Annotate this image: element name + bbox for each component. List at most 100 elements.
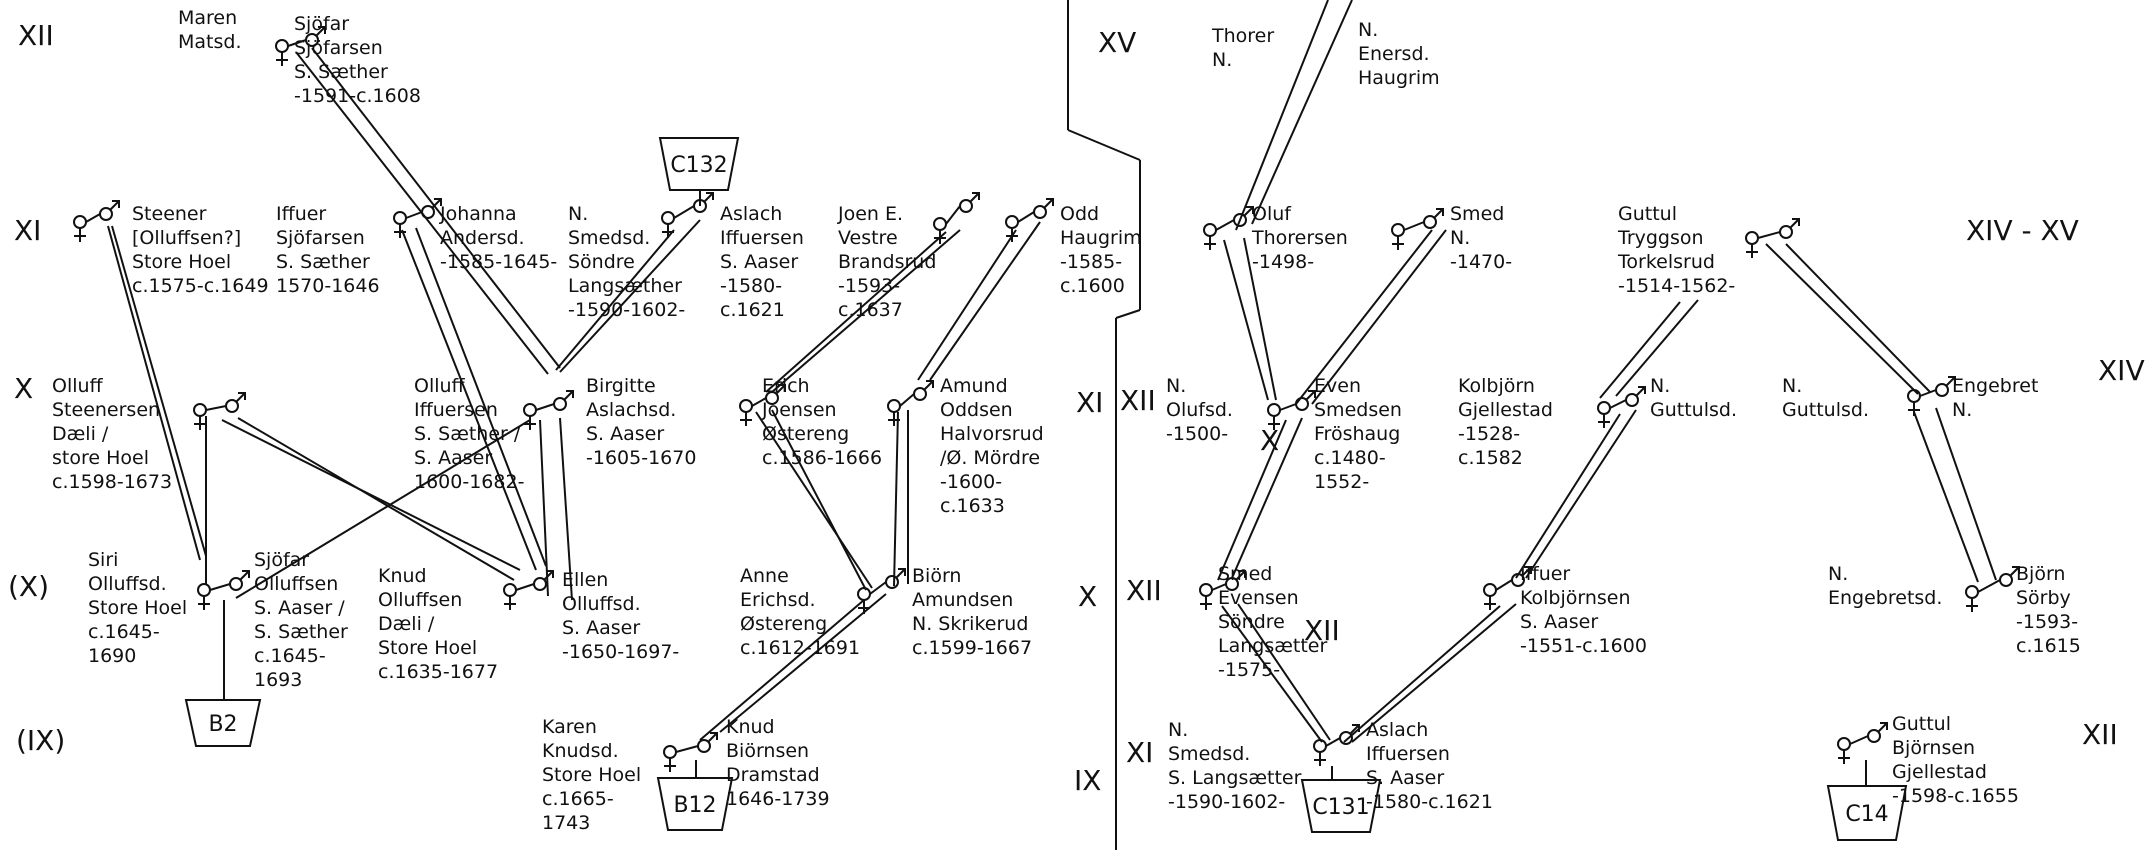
female-symbol-13: [663, 745, 677, 759]
person-37-line-3: -1590-1602-: [1168, 791, 1285, 813]
male-symbol-3: [693, 199, 707, 213]
connection-line-15: [539, 419, 549, 597]
person-3-line-0: Iffuer: [276, 203, 326, 225]
male-symbol-22: [1999, 573, 2013, 587]
generation-label-10: X: [1078, 580, 1097, 613]
female-symbol-5: [1005, 215, 1019, 229]
connection-line-46: [1913, 411, 1979, 583]
ancestor-box-1: [184, 699, 262, 747]
person-12-line-0: Erich: [762, 375, 810, 397]
generation-label-5: XV: [1098, 26, 1136, 59]
connection-line-34: [1223, 239, 1269, 401]
female-symbol-0: [275, 39, 289, 53]
male-symbol-2: [421, 205, 435, 219]
connection-line-17: [755, 411, 873, 589]
person-6-line-1: Iffuersen: [720, 227, 804, 249]
person-17-line-3: -1650-1697-: [562, 641, 679, 663]
person-22-line-1: N.: [1212, 49, 1232, 71]
person-33-line-3: Langsætter: [1218, 635, 1327, 657]
person-21-line-1: Biörnsen: [726, 740, 809, 762]
female-symbol-23: [1313, 739, 1327, 753]
person-5-line-0: N.: [568, 203, 588, 225]
person-11-line-3: -1605-1670: [586, 447, 696, 469]
female-symbol-17: [1267, 403, 1281, 417]
person-26-line-2: Torkelsrud: [1617, 251, 1715, 273]
male-symbol-0: [305, 33, 319, 47]
person-19-line-3: c.1599-1667: [912, 637, 1032, 659]
person-19-line-2: N. Skrikerud: [912, 613, 1028, 635]
male-symbol-19: [1935, 383, 1949, 397]
generation-label-3: (X): [8, 570, 49, 603]
female-symbol-8: [739, 399, 753, 413]
person-5-line-2: Söndre: [568, 251, 635, 273]
person-21-line-0: Knud: [726, 716, 775, 738]
ancestor-box-0: [658, 137, 740, 191]
person-3-line-2: S. Sæther: [276, 251, 370, 273]
person-37-line-1: Smedsd.: [1168, 743, 1250, 765]
male-symbol-16: [1779, 225, 1793, 239]
female-symbol-12: [857, 587, 871, 601]
person-10-line-2: S. Sæther /: [414, 423, 521, 445]
person-1-line-3: -1591-c.1608: [294, 85, 421, 107]
person-7-line-3: -1593-: [838, 275, 900, 297]
person-14-line-3: c.1645-: [88, 621, 160, 643]
generation-label-12: XII: [1126, 574, 1162, 607]
person-28-line-3: c.1480-: [1314, 447, 1386, 469]
person-36-line-2: -1593-: [2016, 611, 2078, 633]
male-symbol-9: [913, 387, 927, 401]
female-symbol-18: [1597, 401, 1611, 415]
person-16-line-4: c.1635-1677: [378, 661, 498, 683]
connection-line-10: [929, 221, 1041, 381]
male-symbol-24: [1867, 729, 1881, 743]
connection-line-8: [771, 229, 961, 393]
female-symbol-20: [1199, 583, 1213, 597]
person-28-line-0: Even: [1314, 375, 1361, 397]
person-21-line-3: 1646-1739: [726, 788, 830, 810]
generation-label-13: XII: [2082, 718, 2118, 751]
connection-line-9: [765, 231, 947, 393]
person-28-line-2: Fröshaug: [1314, 423, 1400, 445]
male-symbol-14: [1233, 213, 1247, 227]
person-19-line-0: Biörn: [912, 565, 961, 587]
person-37-line-2: S. Langsætter: [1168, 767, 1302, 789]
female-symbol-2: [393, 211, 407, 225]
ancestor-box-2: [656, 777, 734, 831]
person-18-line-3: c.1612-1691: [740, 637, 860, 659]
person-39-line-3: -1598-c.1655: [1892, 785, 2019, 807]
person-27-line-1: Olufsd.: [1166, 399, 1233, 421]
connection-line-20: [893, 411, 899, 587]
connection-line-6: [559, 219, 701, 373]
person-28-line-1: Smedsen: [1314, 399, 1402, 421]
connection-line-23: [699, 599, 865, 741]
person-15-line-2: S. Aaser /: [254, 597, 345, 619]
person-14-line-4: 1690: [88, 645, 136, 667]
person-24-line-2: -1498-: [1252, 251, 1314, 273]
female-symbol-24: [1837, 737, 1851, 751]
male-symbol-23: [1339, 731, 1353, 745]
person-13-line-3: /Ø. Mördre: [940, 447, 1040, 469]
person-18-line-2: Østereng: [740, 613, 827, 635]
person-23-line-0: N.: [1358, 19, 1378, 41]
person-13-line-1: Oddsen: [940, 399, 1013, 421]
female-symbol-9: [887, 399, 901, 413]
person-9-line-4: c.1598-1673: [52, 471, 172, 493]
person-15-line-3: S. Sæther: [254, 621, 348, 643]
person-4-line-0: Johanna: [439, 203, 517, 225]
ancestor-box-4: [1826, 785, 1908, 841]
person-31-line-1: Guttulsd.: [1782, 399, 1869, 421]
connection-line-2: [107, 225, 201, 561]
generation-label-9: XII: [1120, 384, 1156, 417]
person-20-line-1: Knudsd.: [542, 740, 619, 762]
male-symbol-7: [553, 397, 567, 411]
person-8-line-0: Odd: [1060, 203, 1099, 225]
person-9-line-3: store Hoel: [52, 447, 149, 469]
generation-label-6: XIV - XV: [1966, 214, 2079, 247]
person-10-line-3: S. Aaser: [414, 447, 492, 469]
person-7-line-1: Vestre: [838, 227, 898, 249]
person-14-line-2: Store Hoel: [88, 597, 187, 619]
person-21-line-2: Dramstad: [726, 764, 820, 786]
person-2-line-3: c.1575-c.1649: [132, 275, 269, 297]
ancestor-box-label-2: B12: [673, 793, 716, 818]
connection-line-38: [1765, 243, 1919, 395]
connection-line-43: [1231, 417, 1303, 579]
